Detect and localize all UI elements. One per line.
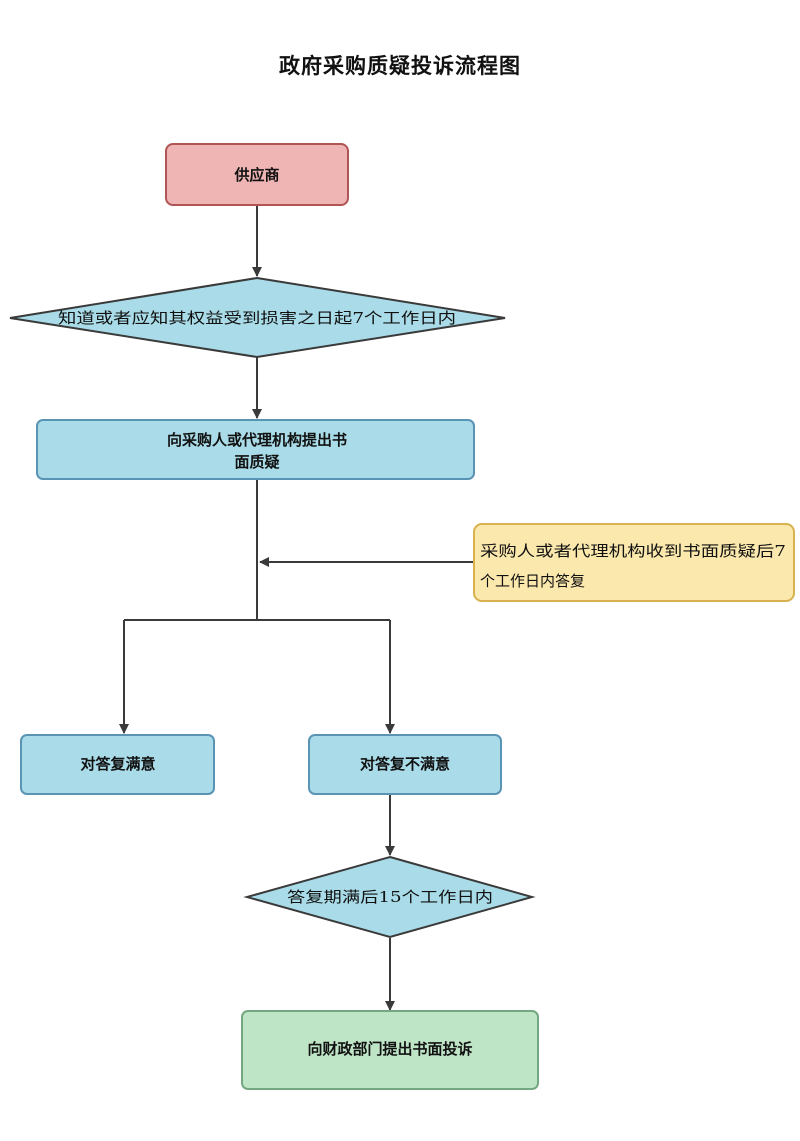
node-supplier: 供应商: [165, 143, 349, 206]
node-satisfied-box: [20, 734, 215, 795]
node-complaint-deadline-diamond: [243, 855, 536, 939]
node-complaint-box: [241, 1010, 539, 1090]
node-unsatisfied: 对答复不满意: [308, 734, 502, 795]
node-supplier-label: 供应商: [233, 166, 279, 184]
node-satisfied: 对答复满意: [20, 734, 215, 795]
connectors: [119, 205, 473, 1011]
node-reply-label-line1: 采购人或者代理机构收到书面质疑后7: [480, 542, 786, 560]
node-reply: 采购人或者代理机构收到书面质疑后7 个工作日内答复: [473, 523, 795, 602]
node-complaint-deadline-label: 答复期满后15个工作日内: [287, 888, 493, 906]
node-complaint-deadline: 答复期满后15个工作日内: [243, 855, 536, 939]
node-complaint-label: 向财政部门提出书面投诉: [307, 1040, 472, 1058]
node-supplier-box: [165, 143, 349, 206]
node-deadline: 知道或者应知其权益受到损害之日起7个工作日内: [9, 276, 506, 359]
node-deadline-label: 知道或者应知其权益受到损害之日起7个工作日内: [58, 309, 456, 327]
node-unsatisfied-box: [308, 734, 502, 795]
node-satisfied-label: 对答复满意: [80, 755, 155, 773]
node-challenge-label-line1: 向采购人或代理机构提出书: [167, 431, 347, 449]
node-complaint: 向财政部门提出书面投诉: [241, 1010, 539, 1090]
node-deadline-diamond: [9, 276, 506, 359]
node-reply-label-line2: 个工作日内答复: [480, 572, 585, 590]
page-title: 政府采购质疑投诉流程图: [279, 53, 521, 78]
node-challenge: 向采购人或代理机构提出书 面质疑: [36, 419, 475, 480]
node-unsatisfied-label: 对答复不满意: [360, 755, 450, 773]
node-challenge-box: [36, 419, 475, 480]
node-challenge-label-line2: 面质疑: [234, 453, 279, 471]
node-reply-box: [473, 523, 795, 602]
